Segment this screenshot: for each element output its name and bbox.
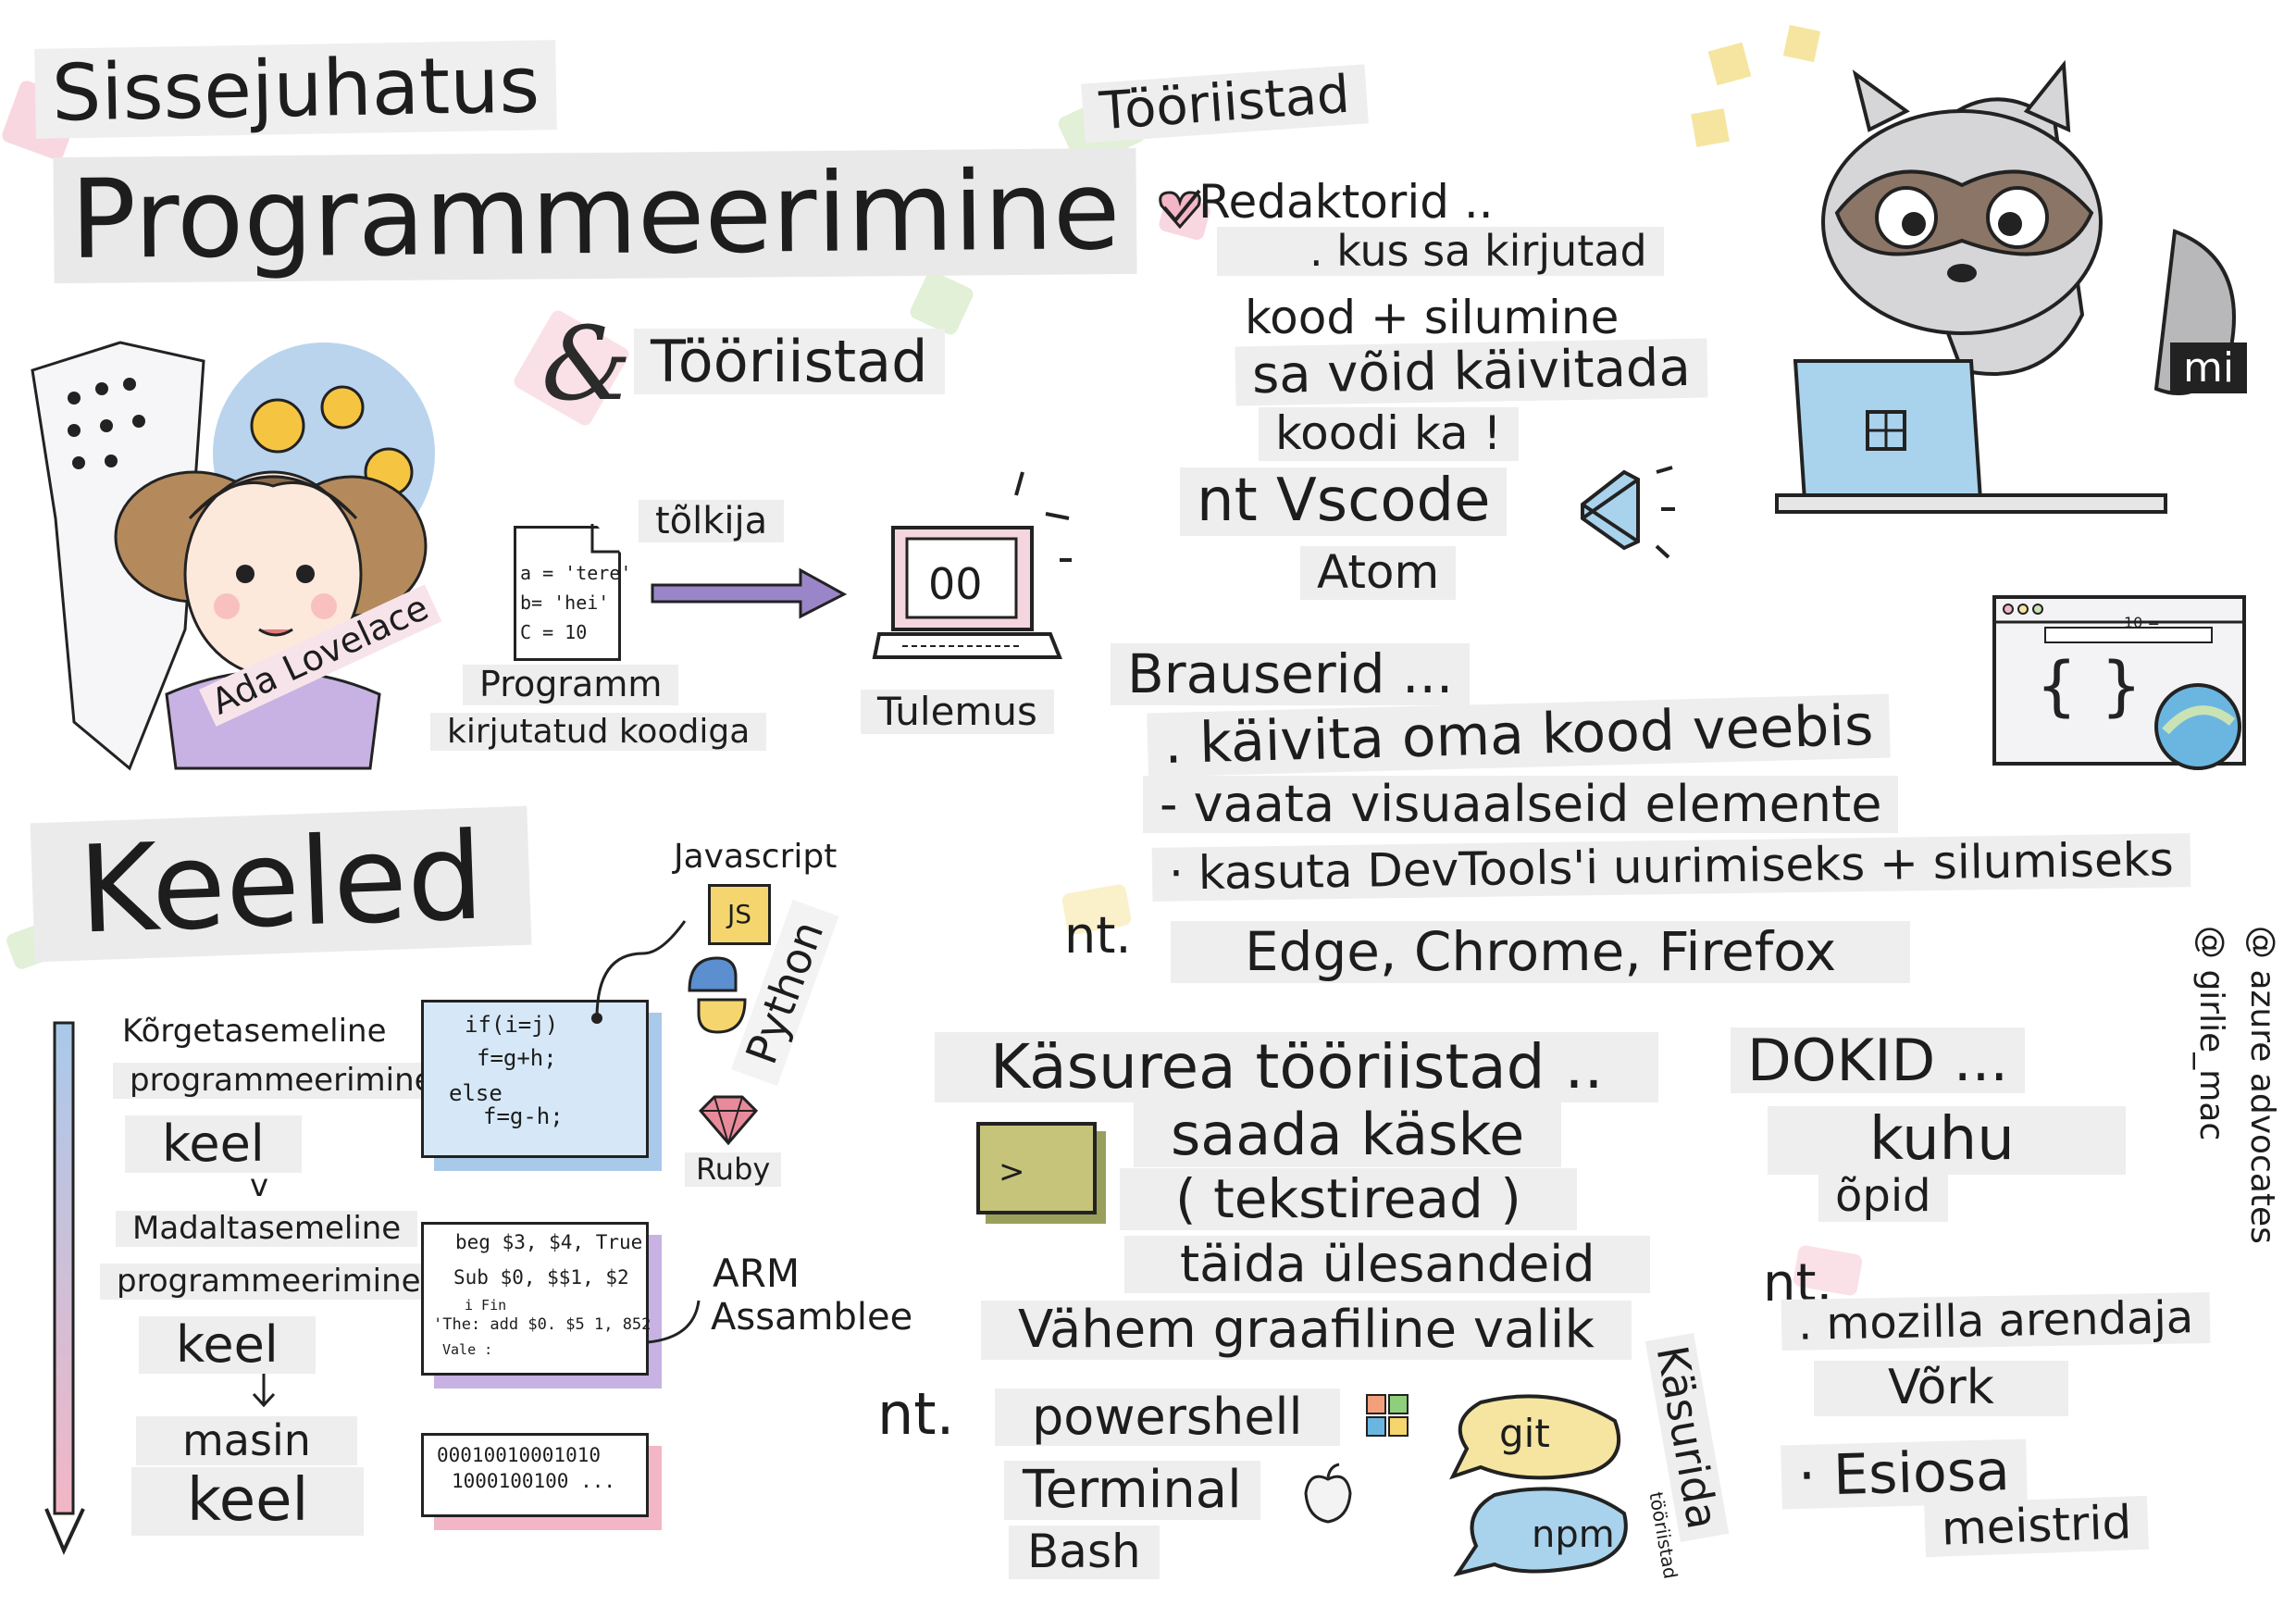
code-line: else: [449, 1080, 503, 1106]
javascript-badge: JS: [708, 884, 771, 945]
high-level-code-card: [421, 1000, 649, 1158]
javascript-label: Javascript: [674, 838, 838, 876]
level-arrow: [44, 1021, 85, 1555]
code-line: 00010010001010: [437, 1444, 602, 1466]
file-fold-icon: [590, 524, 618, 554]
docs-example: meistrid: [1924, 1495, 2150, 1557]
program-code-line: b= 'hei': [520, 592, 610, 614]
low-level-line: keel: [139, 1315, 316, 1375]
browsers-header: Brauserid ...: [1111, 643, 1471, 705]
docs-line: õpid: [1818, 1170, 1948, 1223]
ampersand: &: [541, 305, 632, 423]
editors-example-vscode: nt Vscode: [1180, 467, 1508, 536]
browsers-nt: nt.: [1064, 906, 1132, 965]
program-code-line: a = 'tere': [520, 562, 632, 584]
cli-example-bash: Bash: [1009, 1525, 1160, 1579]
check-heart-icon: [1159, 189, 1201, 230]
machine-code-card: [421, 1433, 649, 1517]
title-tools: Tööriistad: [634, 329, 945, 394]
high-level-line: programmeerimine: [113, 1062, 451, 1100]
tools-header: Tööriistad: [1081, 64, 1369, 144]
svg-text:{: {: [2036, 648, 2078, 724]
terminal-icon: >: [976, 1122, 1097, 1214]
translator-label: tõlkija: [639, 500, 785, 542]
editors-example-atom: Atom: [1300, 545, 1457, 600]
high-level-line: Kõrgetasemeline: [122, 1013, 387, 1050]
assembly-label: Assamblee: [711, 1296, 913, 1339]
cli-line: ( tekstiread ): [1120, 1168, 1577, 1230]
docs-example: · Esiosa: [1781, 1438, 2028, 1510]
code-line: f=g-h;: [483, 1103, 564, 1129]
machine-line: keel: [131, 1466, 365, 1536]
cli-line: täida ülesandeid: [1124, 1235, 1651, 1294]
machine-line: masin: [136, 1416, 357, 1465]
code-line: Vale :: [442, 1341, 493, 1358]
program-sub-label: kirjutatud koodiga: [430, 713, 767, 752]
svg-text:}: }: [2101, 648, 2142, 724]
code-line: f=g+h;: [477, 1045, 557, 1071]
assembly-code-card: [421, 1222, 649, 1376]
browsers-item: · kasuta DevTools'i uurimiseks + silumis…: [1151, 832, 2191, 902]
credit-girlie-mac: @ girlie_mac: [2192, 926, 2230, 1141]
screen-output: 00: [928, 559, 983, 609]
high-level-line: keel: [125, 1115, 302, 1174]
low-level-line: programmeerimine: [100, 1263, 438, 1301]
code-line: Sub $0, $$1, $2: [453, 1266, 629, 1289]
code-line: i Fin: [465, 1297, 507, 1314]
connector-line: [647, 1300, 701, 1344]
cli-header: Käsurea tööriistad ..: [935, 1032, 1659, 1102]
browser-window-icon: { }: [1992, 595, 2246, 770]
bubble-git: git: [1499, 1411, 1550, 1456]
cli-nt: nt.: [877, 1380, 955, 1448]
browser-window-badge: 10 =: [2124, 614, 2160, 631]
editors-desc-line: kood + silumine: [1245, 291, 1620, 344]
cli-example-terminal: Terminal: [1004, 1460, 1260, 1521]
down-arrow-icon: [252, 1374, 276, 1408]
connector-line: [591, 920, 687, 1024]
cli-line: saada käske: [1134, 1102, 1562, 1167]
docs-line: kuhu: [1768, 1105, 2126, 1175]
title-intro: Sissejuhatus: [34, 39, 557, 139]
program-label: Programm: [463, 664, 679, 705]
python-icon: [688, 956, 747, 1034]
ruby-icon: [698, 1095, 759, 1146]
result-label: Tulemus: [861, 689, 1054, 735]
credit-azure-advocates: @ azure advocates: [2243, 926, 2281, 1244]
editors-desc-line: sa võid käivitada: [1235, 338, 1708, 406]
code-line: 'The: add $0. $5 1, 852: [433, 1315, 652, 1334]
cli-line: Vähem graafiline valik: [981, 1300, 1632, 1361]
program-file: [514, 526, 621, 661]
cli-example-powershell: powershell: [995, 1388, 1340, 1447]
chat-bubbles-icon: [1449, 1394, 1628, 1577]
laptop-sparkle-icon: [1014, 471, 1072, 562]
editors-desc-line: koodi ka !: [1259, 406, 1519, 461]
browsers-item: - vaata visuaalseid elemente: [1143, 775, 1899, 834]
code-line: 1000100100 ...: [452, 1470, 616, 1492]
low-level-line: Madaltasemeline: [116, 1210, 418, 1248]
vscode-icon: [1581, 466, 1675, 559]
browsers-examples: Edge, Chrome, Firefox: [1171, 921, 1911, 983]
editors-label: Redaktorid ..: [1198, 175, 1494, 229]
laptop-icon: [872, 526, 1062, 659]
code-line: if(i=j): [465, 1012, 559, 1038]
program-code-line: C = 10: [520, 621, 588, 643]
ada-lovelace-illustration: [31, 341, 435, 771]
translate-arrow: [651, 567, 848, 619]
mascot-badge: mi: [2170, 342, 2248, 393]
code-line: beg $3, $4, True: [455, 1231, 643, 1253]
page-title: Programmeerimine: [53, 146, 1138, 283]
editors-desc-line: . kus sa kirjutad: [1217, 227, 1664, 276]
docs-example: . mozilla arendaja: [1781, 1291, 2211, 1351]
browsers-item: . käivita oma kood veebis: [1147, 693, 1892, 778]
bubble-npm: npm: [1532, 1513, 1615, 1556]
languages-header: Keeled: [30, 805, 532, 962]
ruby-label: Ruby: [685, 1152, 782, 1187]
apple-logo-icon: [1304, 1463, 1352, 1524]
docs-example: Võrk: [1814, 1360, 2068, 1416]
windows-logo-icon: [1366, 1394, 1409, 1437]
versus-label: v: [250, 1167, 269, 1204]
docs-header: DOKID ...: [1731, 1027, 2026, 1093]
raccoon-mascot-illustration: [1691, 24, 2236, 514]
arm-label: ARM: [713, 1251, 800, 1296]
